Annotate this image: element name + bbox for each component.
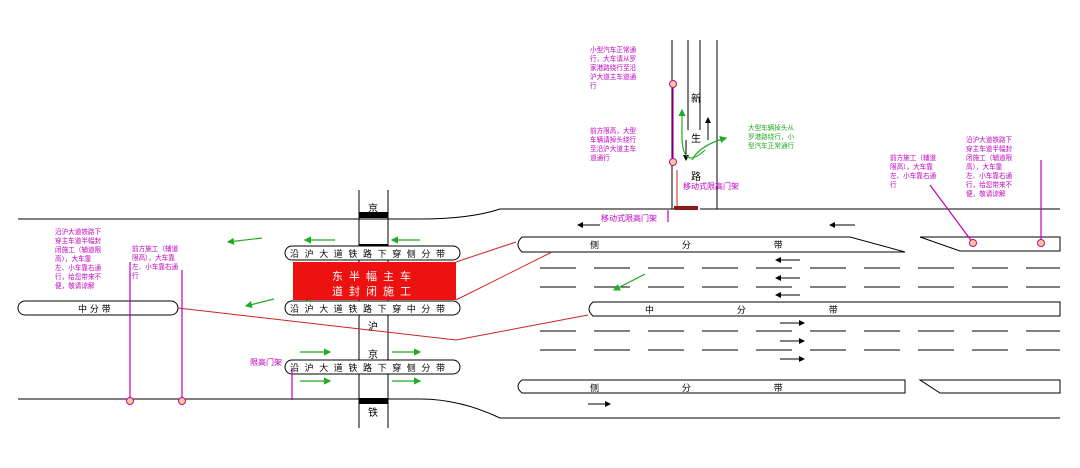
side-divider-lower-label: 侧 分 带 <box>590 384 783 394</box>
note-left-1: 沿沪大道铁路下 穿主车道半幅封 闭施工（辅道限 高），大车靠 左、小车靠右通 行… <box>55 228 102 290</box>
closure-zone: 东半幅主车 道封闭施工 <box>293 262 456 300</box>
road-edges <box>18 40 1060 428</box>
street-vertical-mid: 沪 <box>368 322 378 333</box>
lane-markings <box>540 267 1060 351</box>
street-vertical-bottom: 铁 <box>368 408 378 419</box>
gantry-bars <box>674 206 698 210</box>
sign-post-markers <box>126 80 1045 405</box>
note-green: 大型车辆掉头从 罗港路绕行，小 型汽车正常通行 <box>748 124 795 150</box>
left-dividers <box>17 245 461 375</box>
street-vertical-top: 京 <box>368 204 378 215</box>
sign-posts <box>129 88 1042 400</box>
side-divider-upper-label: 侧 分 带 <box>590 241 783 251</box>
divider-bottom-left-label: 沿沪大道铁路下穿侧分带 <box>290 364 451 374</box>
note-right-1: 前方施工（辅道 限高），大车靠 左、小车靠右通 行 <box>890 154 937 189</box>
note-right-2: 沿沪大道铁路下 穿主车道半幅封 闭施工（辅道限 高），大车靠 左、小车靠右通 行… <box>966 136 1013 198</box>
note-left-2: 前方施工（辅道 限高），大车靠 左、小车靠右通 行 <box>132 245 179 280</box>
note-top-center-1: 小型汽车正常通 行，大车请从罗 家港路绕行至沿 沪大道主车道通 行 <box>590 46 637 90</box>
red-connectors <box>177 170 678 341</box>
street-xinsheng-1: 新 <box>691 94 701 105</box>
mobile-gantry-label-2: 移动式限高门架 <box>601 214 657 223</box>
closure-line-2: 道封闭施工 <box>332 285 417 298</box>
note-top-center-2: 前方限高，大型 车辆请掉头绕行 至沿沪大道主车 道通行 <box>590 127 637 162</box>
street-xinsheng-2: 生 <box>691 134 701 145</box>
street-vertical-lower: 京 <box>368 350 378 361</box>
height-limit-gantry-label: 限高门架 <box>250 358 282 367</box>
black-arrows <box>577 117 855 407</box>
mobile-gantry-label-1: 移动式限高门架 <box>683 182 739 191</box>
median-left-label: 中 分 带 <box>78 305 111 315</box>
closure-line-1: 东半幅主车 <box>332 270 417 283</box>
median-right-label: 中 分 带 <box>645 306 838 316</box>
street-xinsheng-3: 路 <box>691 172 701 183</box>
divider-top-left-label: 沿沪大道铁路下穿侧分带 <box>290 250 451 260</box>
right-dividers <box>517 236 1061 394</box>
green-arrows <box>226 108 728 385</box>
divider-middle-left-label: 沿沪大道铁路下穿中分带 <box>290 305 451 315</box>
